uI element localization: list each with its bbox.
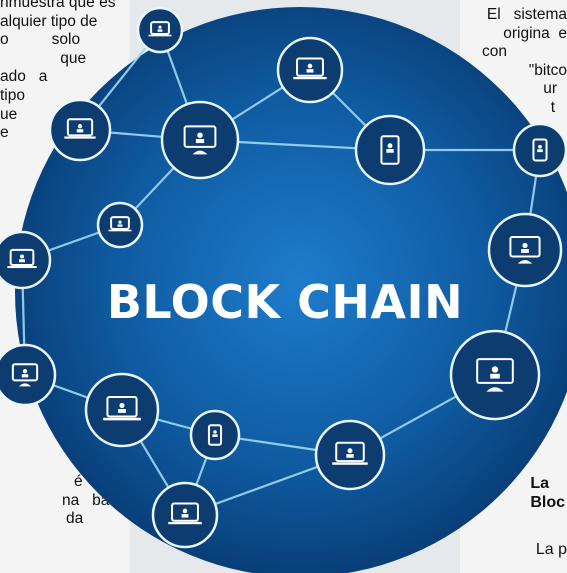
phone-user-icon [512, 122, 567, 178]
text-line: alquier tipo de [0, 12, 98, 30]
paragraph-start: La p [535, 541, 567, 558]
text-line: tipo [0, 86, 25, 104]
graphic-title: BLOCK CHAIN [107, 275, 463, 329]
text-line: El sistema [486, 6, 567, 23]
text-line: e [0, 124, 9, 142]
text-line: ado a [0, 68, 48, 86]
laptop-user-icon [151, 481, 219, 549]
monitor-user-icon [0, 343, 57, 407]
network-circle [15, 7, 567, 573]
right-column-text: El sistema origina e con "bitco ur t [427, 6, 567, 118]
text-line: da [66, 510, 84, 528]
text-line: t [550, 98, 555, 116]
section-heading: La Bloc [530, 474, 567, 512]
left-column-text: nmuestra que es alquier tipo de o solo q… [0, 0, 150, 143]
laptop-user-icon [0, 230, 52, 290]
laptop-user-icon [48, 98, 112, 162]
monitor-user-icon [487, 212, 563, 288]
heading-line: Bloc [530, 494, 565, 511]
text-line: ur [543, 80, 557, 98]
text-line: "bitco [528, 61, 567, 79]
phone-user-icon [354, 114, 426, 186]
text-line: ue [0, 105, 18, 123]
text-line: origina e [503, 24, 567, 42]
text-line: o solo [0, 31, 81, 49]
tablet-user-icon [189, 409, 241, 461]
monitor-user-icon [160, 100, 240, 180]
text-line: con [482, 43, 507, 61]
laptop-user-icon [276, 36, 344, 104]
text-line: nmuestra que es [0, 0, 116, 11]
monitor-user-icon [449, 329, 541, 421]
laptop-user-icon [314, 419, 386, 491]
heading-line: La [530, 475, 549, 492]
laptop-user-icon [84, 372, 160, 448]
laptop-user-icon [96, 201, 144, 249]
network-nodes [0, 6, 567, 549]
laptop-user-icon [136, 6, 184, 54]
text-line: que [0, 49, 87, 67]
